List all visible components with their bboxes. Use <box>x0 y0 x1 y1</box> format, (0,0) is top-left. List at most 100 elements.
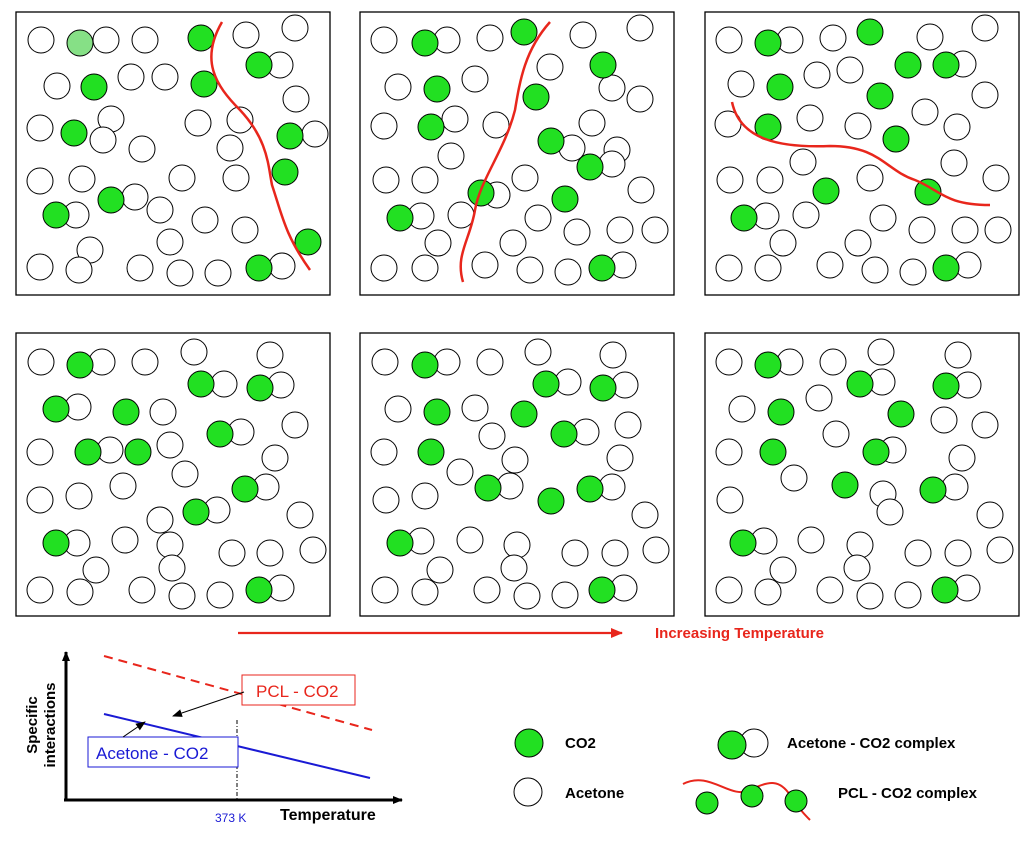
acetone-molecule <box>206 581 234 609</box>
molecule-layer <box>370 14 669 286</box>
co2-molecule <box>576 475 604 503</box>
acetone-molecule <box>156 228 184 256</box>
pcl-chain <box>459 21 551 283</box>
co2-molecule <box>190 70 218 98</box>
molecule-layer <box>26 14 329 287</box>
acetone-molecule <box>524 204 552 232</box>
acetone-molecule <box>904 539 932 567</box>
acetone-molecule <box>754 578 782 606</box>
acetone-molecule <box>156 431 184 459</box>
acetone-molecule <box>372 486 400 514</box>
acetone-molecule <box>26 486 54 514</box>
acetone-molecule <box>816 576 844 604</box>
acetone-molecule <box>476 348 504 376</box>
acetone-molecule <box>411 254 439 282</box>
co2-molecule <box>112 398 140 426</box>
acetone-molecule <box>715 26 743 54</box>
acetone-molecule <box>231 216 259 244</box>
acetone-molecule <box>943 113 971 141</box>
acetone-molecule <box>715 254 743 282</box>
co2-molecule <box>754 29 782 57</box>
acetone-molecule <box>218 539 246 567</box>
co2-molecule <box>187 370 215 398</box>
acetone-molecule <box>128 576 156 604</box>
co2-molecule <box>532 370 560 398</box>
co2-molecule <box>551 185 579 213</box>
acetone-molecule <box>461 65 489 93</box>
acetone-molecule <box>867 338 895 366</box>
acetone-molecule <box>184 109 212 137</box>
acetone-molecule <box>232 21 260 49</box>
legend-pcl-co2-icon <box>695 791 719 815</box>
co2-molecule <box>386 204 414 232</box>
legend-co2-label: CO2 <box>565 735 596 752</box>
acetone-molecule <box>899 258 927 286</box>
acetone-molecule <box>601 539 629 567</box>
acetone-molecule <box>861 256 889 284</box>
acetone-molecule <box>370 254 398 282</box>
acetone-molecule <box>944 539 972 567</box>
co2-molecule <box>246 374 274 402</box>
acetone-molecule <box>986 536 1014 564</box>
co2-molecule <box>589 374 617 402</box>
acetone-molecule <box>728 395 756 423</box>
acetone-molecule <box>819 348 847 376</box>
acetone-molecule <box>26 438 54 466</box>
acetone-molecule <box>447 201 475 229</box>
acetone-molecule <box>282 85 310 113</box>
co2-molecule <box>245 254 273 282</box>
acetone-molecule <box>554 258 582 286</box>
co2-molecule <box>919 476 947 504</box>
acetone-molecule <box>371 576 399 604</box>
acetone-molecule <box>128 135 156 163</box>
acetone-molecule <box>948 444 976 472</box>
acetone-molecule <box>111 526 139 554</box>
acetone-molecule <box>482 111 510 139</box>
co2-molecule <box>417 438 445 466</box>
acetone-molecule <box>370 112 398 140</box>
acetone-molecule <box>89 126 117 154</box>
co2-molecule <box>423 398 451 426</box>
pcl-pointer <box>172 691 245 717</box>
acetone-molecule <box>716 166 744 194</box>
acetone-molecule <box>370 26 398 54</box>
acetone-molecule <box>578 109 606 137</box>
acetone-molecule <box>92 26 120 54</box>
co2-molecule <box>894 51 922 79</box>
co2-molecule <box>754 351 782 379</box>
acetone-molecule <box>805 384 833 412</box>
molecule-layer <box>714 14 1012 286</box>
acetone-molecule <box>930 406 958 434</box>
acetone-molecule <box>894 581 922 609</box>
acetone-molecule <box>503 531 531 559</box>
co2-molecule <box>588 254 616 282</box>
co2-molecule <box>866 82 894 110</box>
legend-complex-pcl-label: PCL - CO2 complex <box>838 785 978 802</box>
temperature-arrow-label: Increasing Temperature <box>655 625 824 642</box>
acetone-molecule <box>180 338 208 366</box>
acetone-molecule <box>301 120 329 148</box>
acetone-molecule <box>151 63 179 91</box>
legend-complex-co2-icon <box>717 730 747 760</box>
acetone-molecule <box>424 229 452 257</box>
co2-molecule <box>729 529 757 557</box>
acetone-molecule <box>146 506 174 534</box>
co2-molecule <box>423 75 451 103</box>
acetone-molecule <box>940 149 968 177</box>
panel-bottom-2 <box>359 332 675 617</box>
co2-molecule <box>124 438 152 466</box>
acetone-molecule <box>149 398 177 426</box>
acetone-pointer <box>122 721 146 738</box>
acetone-molecule <box>971 411 999 439</box>
acetone-molecule <box>411 578 439 606</box>
pcl-chain <box>210 21 312 271</box>
acetone-molecule <box>268 252 296 280</box>
co2-molecule <box>932 51 960 79</box>
co2-molecule <box>537 487 565 515</box>
acetone-molecule <box>168 582 196 610</box>
acetone-molecule <box>27 348 55 376</box>
co2-molecule <box>522 83 550 111</box>
co2-molecule <box>386 529 414 557</box>
acetone-molecule <box>516 256 544 284</box>
co2-molecule <box>187 24 215 52</box>
